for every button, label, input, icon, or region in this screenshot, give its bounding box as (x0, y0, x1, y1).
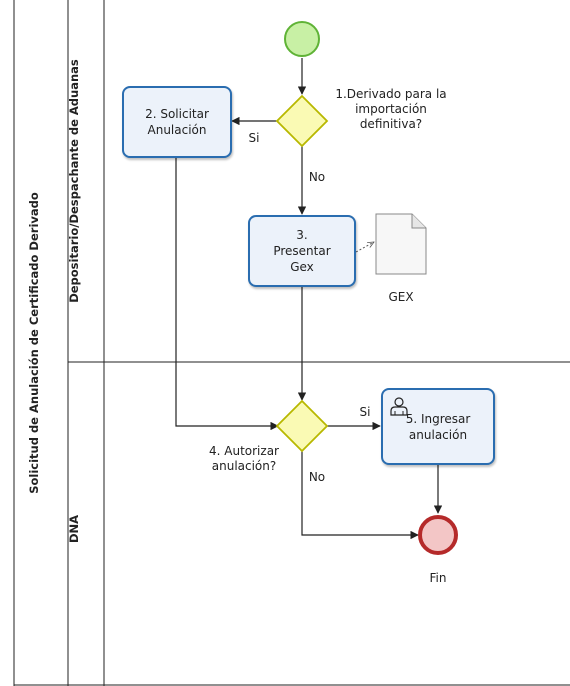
task-presentar-gex[interactable]: 3. Presentar Gex (248, 215, 356, 287)
task-ingresar-label: 5. Ingresar anulación (405, 411, 471, 442)
lane-label-depositario: Depositario/Despachante de Aduanas (67, 59, 81, 303)
gex-document-label: GEX (388, 290, 414, 304)
pool-frame (13, 0, 570, 686)
sequence-flows (175, 58, 443, 540)
gex-document (375, 213, 427, 275)
lane-label-dna: DNA (67, 514, 81, 544)
flow-solicitar-to-gateway2 (175, 157, 279, 431)
flow-label-si-2: Si (359, 405, 371, 419)
association-presentar-gex (355, 242, 374, 253)
flow-gateway2-no (301, 450, 419, 540)
gateway-autorizar-label: 4. Autorizar anulación? (209, 444, 279, 473)
gateway-autorizar (275, 399, 329, 453)
end-event (418, 515, 458, 555)
task-presentar-label: 3. Presentar Gex (273, 228, 331, 274)
user-task-icon (389, 396, 409, 416)
flow-label-no-2: No (308, 470, 326, 484)
flow-label-si-1: Si (248, 131, 260, 145)
task-ingresar-anulacion[interactable]: 5. Ingresar anulación (381, 388, 495, 465)
pool-title: Solicitud de Anulación de Certificado De… (27, 192, 41, 494)
start-event (284, 21, 320, 57)
gateway-derivado-label: 1.Derivado para la importación definitiv… (335, 87, 447, 131)
task-solicitar-anulacion[interactable]: 2. Solicitar Anulación (122, 86, 232, 158)
flow-label-no-1: No (308, 170, 326, 184)
end-event-label: Fin (429, 571, 447, 585)
task-solicitar-label: 2. Solicitar Anulación (145, 107, 209, 137)
gateway-derivado (275, 94, 329, 148)
